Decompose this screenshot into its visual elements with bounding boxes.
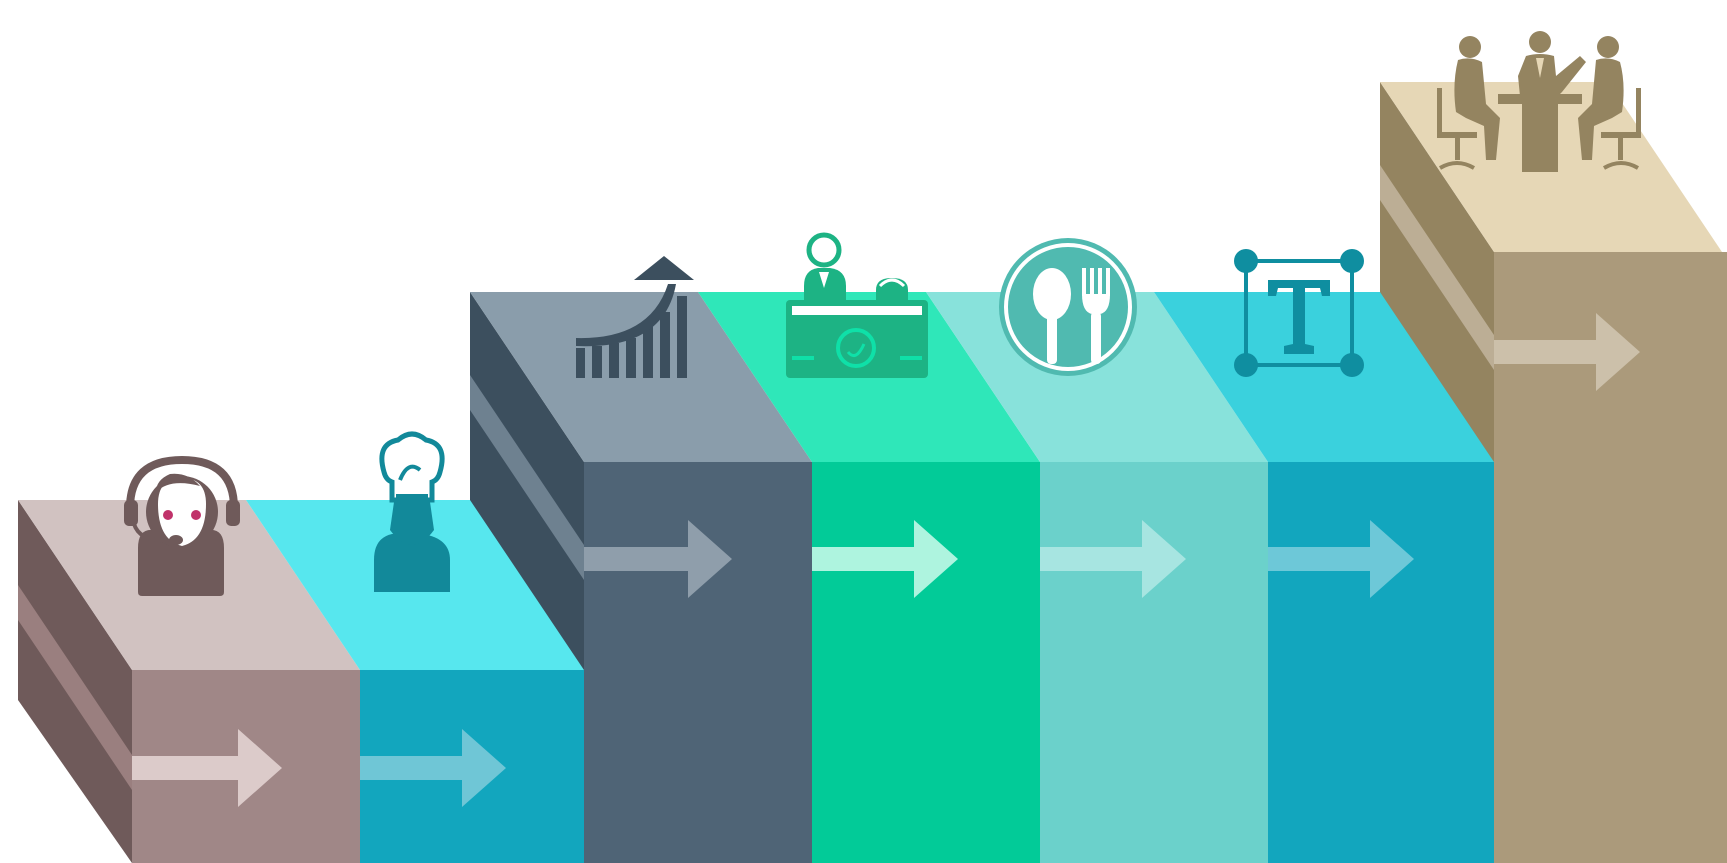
chef-icon: [374, 431, 450, 592]
arrow-step-6: [1268, 520, 1414, 598]
arrow-step-4: [812, 520, 958, 598]
text-tool-icon: [1234, 249, 1364, 377]
arrow-step-3: [584, 520, 732, 598]
arrow-step-2: [360, 729, 506, 807]
headset-agent-icon: [124, 455, 240, 596]
reception-desk-icon: [786, 232, 928, 378]
arrow-step-7: [1494, 313, 1640, 391]
spoon-fork-plate-icon: [999, 238, 1137, 376]
growth-chart-icon: [576, 256, 694, 378]
arrow-step-5: [1040, 520, 1186, 598]
meeting-icon: [1437, 31, 1641, 172]
arrow-step-1: [132, 729, 282, 807]
